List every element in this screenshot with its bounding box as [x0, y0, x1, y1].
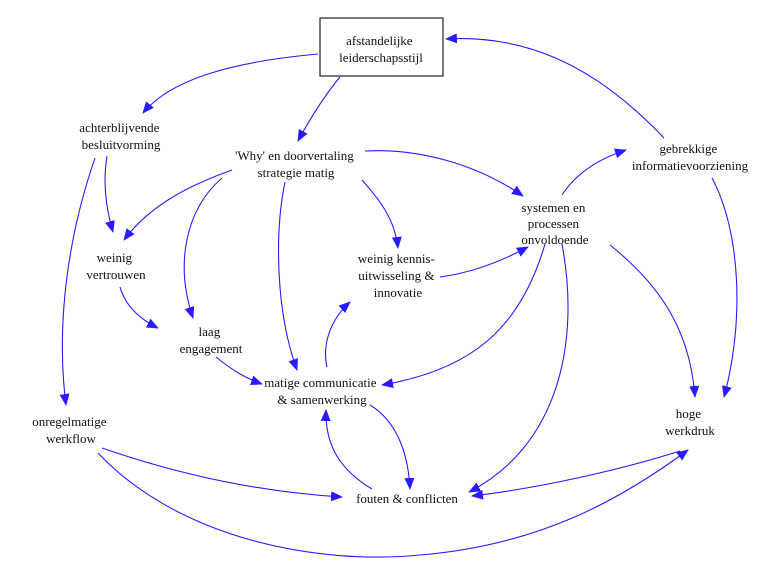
node-systemen-processen: systemen en processen onvoldoende [521, 200, 588, 247]
node-label-line: systemen en [521, 200, 585, 215]
node-label-line: afstandelijke [346, 33, 413, 48]
node-label-line: innovatie [374, 285, 423, 300]
node-label-line: matige communicatie [264, 375, 376, 390]
edge-onregelmatige-to-hoge [97, 449, 689, 558]
node-label-line: leiderschapsstijl [339, 50, 423, 65]
node-label: hoge werkdruk [665, 406, 715, 438]
node-label: onregelmatige werkflow [32, 414, 110, 446]
node-label: fouten & conflicten [356, 491, 458, 506]
edge-communicatie-to-fouten [369, 404, 415, 490]
node-fouten-conflicten: fouten & conflicten [356, 491, 458, 506]
node-label-line: & samenwerking [277, 392, 367, 407]
edge-hoge-to-fouten [471, 450, 681, 500]
node-label-line: onregelmatige [32, 414, 107, 429]
node-label-line: strategie matig [258, 165, 335, 180]
edge-laag-to-communicatie [215, 356, 263, 386]
node-label-line: fouten & conflicten [356, 491, 458, 506]
node-label-line: laag [199, 324, 221, 339]
edge-why-to-laag [183, 177, 223, 319]
node-label: matige communicatie & samenwerking [264, 375, 380, 407]
edge-why-to-systemen [364, 150, 524, 197]
node-label-line: uitwisseling & [358, 268, 434, 283]
node-label: weinig vertrouwen [86, 250, 146, 282]
node-laag-engagement: laag engagement [180, 324, 243, 356]
node-afstandelijke-leiderschapsstijl: afstandelijke leiderschapsstijl [319, 17, 444, 77]
node-label: achterblijvende besluitvorming [79, 120, 162, 152]
node-weinig-vertrouwen: weinig vertrouwen [86, 250, 146, 282]
node-label: gebrekkige informatievoorziening [632, 141, 749, 173]
node-label-line: hoge [676, 406, 702, 421]
edge-why-to-weinig-vertrouwen [123, 169, 233, 241]
edge-communicatie-to-kennis [325, 301, 351, 368]
edge-why-to-communicatie [278, 181, 298, 371]
node-label-line: besluitvorming [82, 137, 161, 152]
node-label-line: informatievoorziening [632, 158, 749, 173]
node-why-doorvertaling: 'Why' en doorvertaling strategie matig [235, 148, 357, 180]
edge-systemen-to-gebrekkige [561, 148, 627, 196]
edge-why-to-kennis [361, 179, 402, 249]
node-label-line: gebrekkige [659, 141, 717, 156]
edge-achterblijvende-to-onregelmatige [59, 157, 96, 406]
edge-onregelmatige-to-fouten [101, 447, 343, 502]
edge-afstandelijke-to-why [297, 76, 341, 142]
node-achterblijvende-besluitvorming: achterblijvende besluitvorming [79, 120, 162, 152]
node-label: 'Why' en doorvertaling strategie matig [235, 148, 357, 180]
edge-systemen-to-communicatie [381, 243, 546, 389]
node-label: systemen en processen onvoldoende [521, 200, 588, 247]
edge-afstandelijke-to-achterblijvende [142, 53, 319, 114]
node-gebrekkige-informatievoorziening: gebrekkige informatievoorziening [632, 141, 749, 173]
edge-gebrekkige-to-afstandelijke [445, 33, 665, 139]
edge-achterblijvende-to-weinig-vertrouwen [104, 155, 115, 233]
node-matige-communicatie: matige communicatie & samenwerking [264, 375, 380, 407]
edges-layer [59, 33, 738, 558]
nodes-layer: afstandelijke leiderschapsstijl achterbl… [32, 17, 749, 506]
node-label-line: weinig kennis- [358, 251, 435, 266]
edge-systemen-to-hoge [609, 244, 700, 398]
node-label-line: werkflow [46, 431, 96, 446]
node-label-line: engagement [180, 341, 243, 356]
edge-systemen-to-fouten [468, 243, 569, 493]
node-label-line: weinig [97, 250, 133, 265]
node-label: laag engagement [180, 324, 243, 356]
node-label-line: onvoldoende [521, 232, 588, 247]
node-label-line: werkdruk [665, 423, 715, 438]
edge-fouten-to-communicatie [320, 409, 373, 490]
node-weinig-kennisuitwisseling: weinig kennis- uitwisseling & innovatie [358, 251, 438, 300]
node-label-line: vertrouwen [86, 267, 146, 282]
node-label: afstandelijke leiderschapsstijl [339, 33, 423, 65]
node-label-line: processen [528, 216, 580, 231]
edge-gebrekkige-to-hoge [711, 177, 738, 398]
edge-kennis-to-systemen [439, 246, 529, 278]
root-node-box [319, 17, 444, 77]
node-hoge-werkdruk: hoge werkdruk [665, 406, 715, 438]
node-label-line: achterblijvende [79, 120, 159, 135]
node-label-line: 'Why' en doorvertaling [235, 148, 354, 163]
node-label: weinig kennis- uitwisseling & innovatie [358, 251, 438, 300]
edge-weinig-vertrouwen-to-laag [119, 286, 159, 329]
node-onregelmatige-werkflow: onregelmatige werkflow [32, 414, 110, 446]
